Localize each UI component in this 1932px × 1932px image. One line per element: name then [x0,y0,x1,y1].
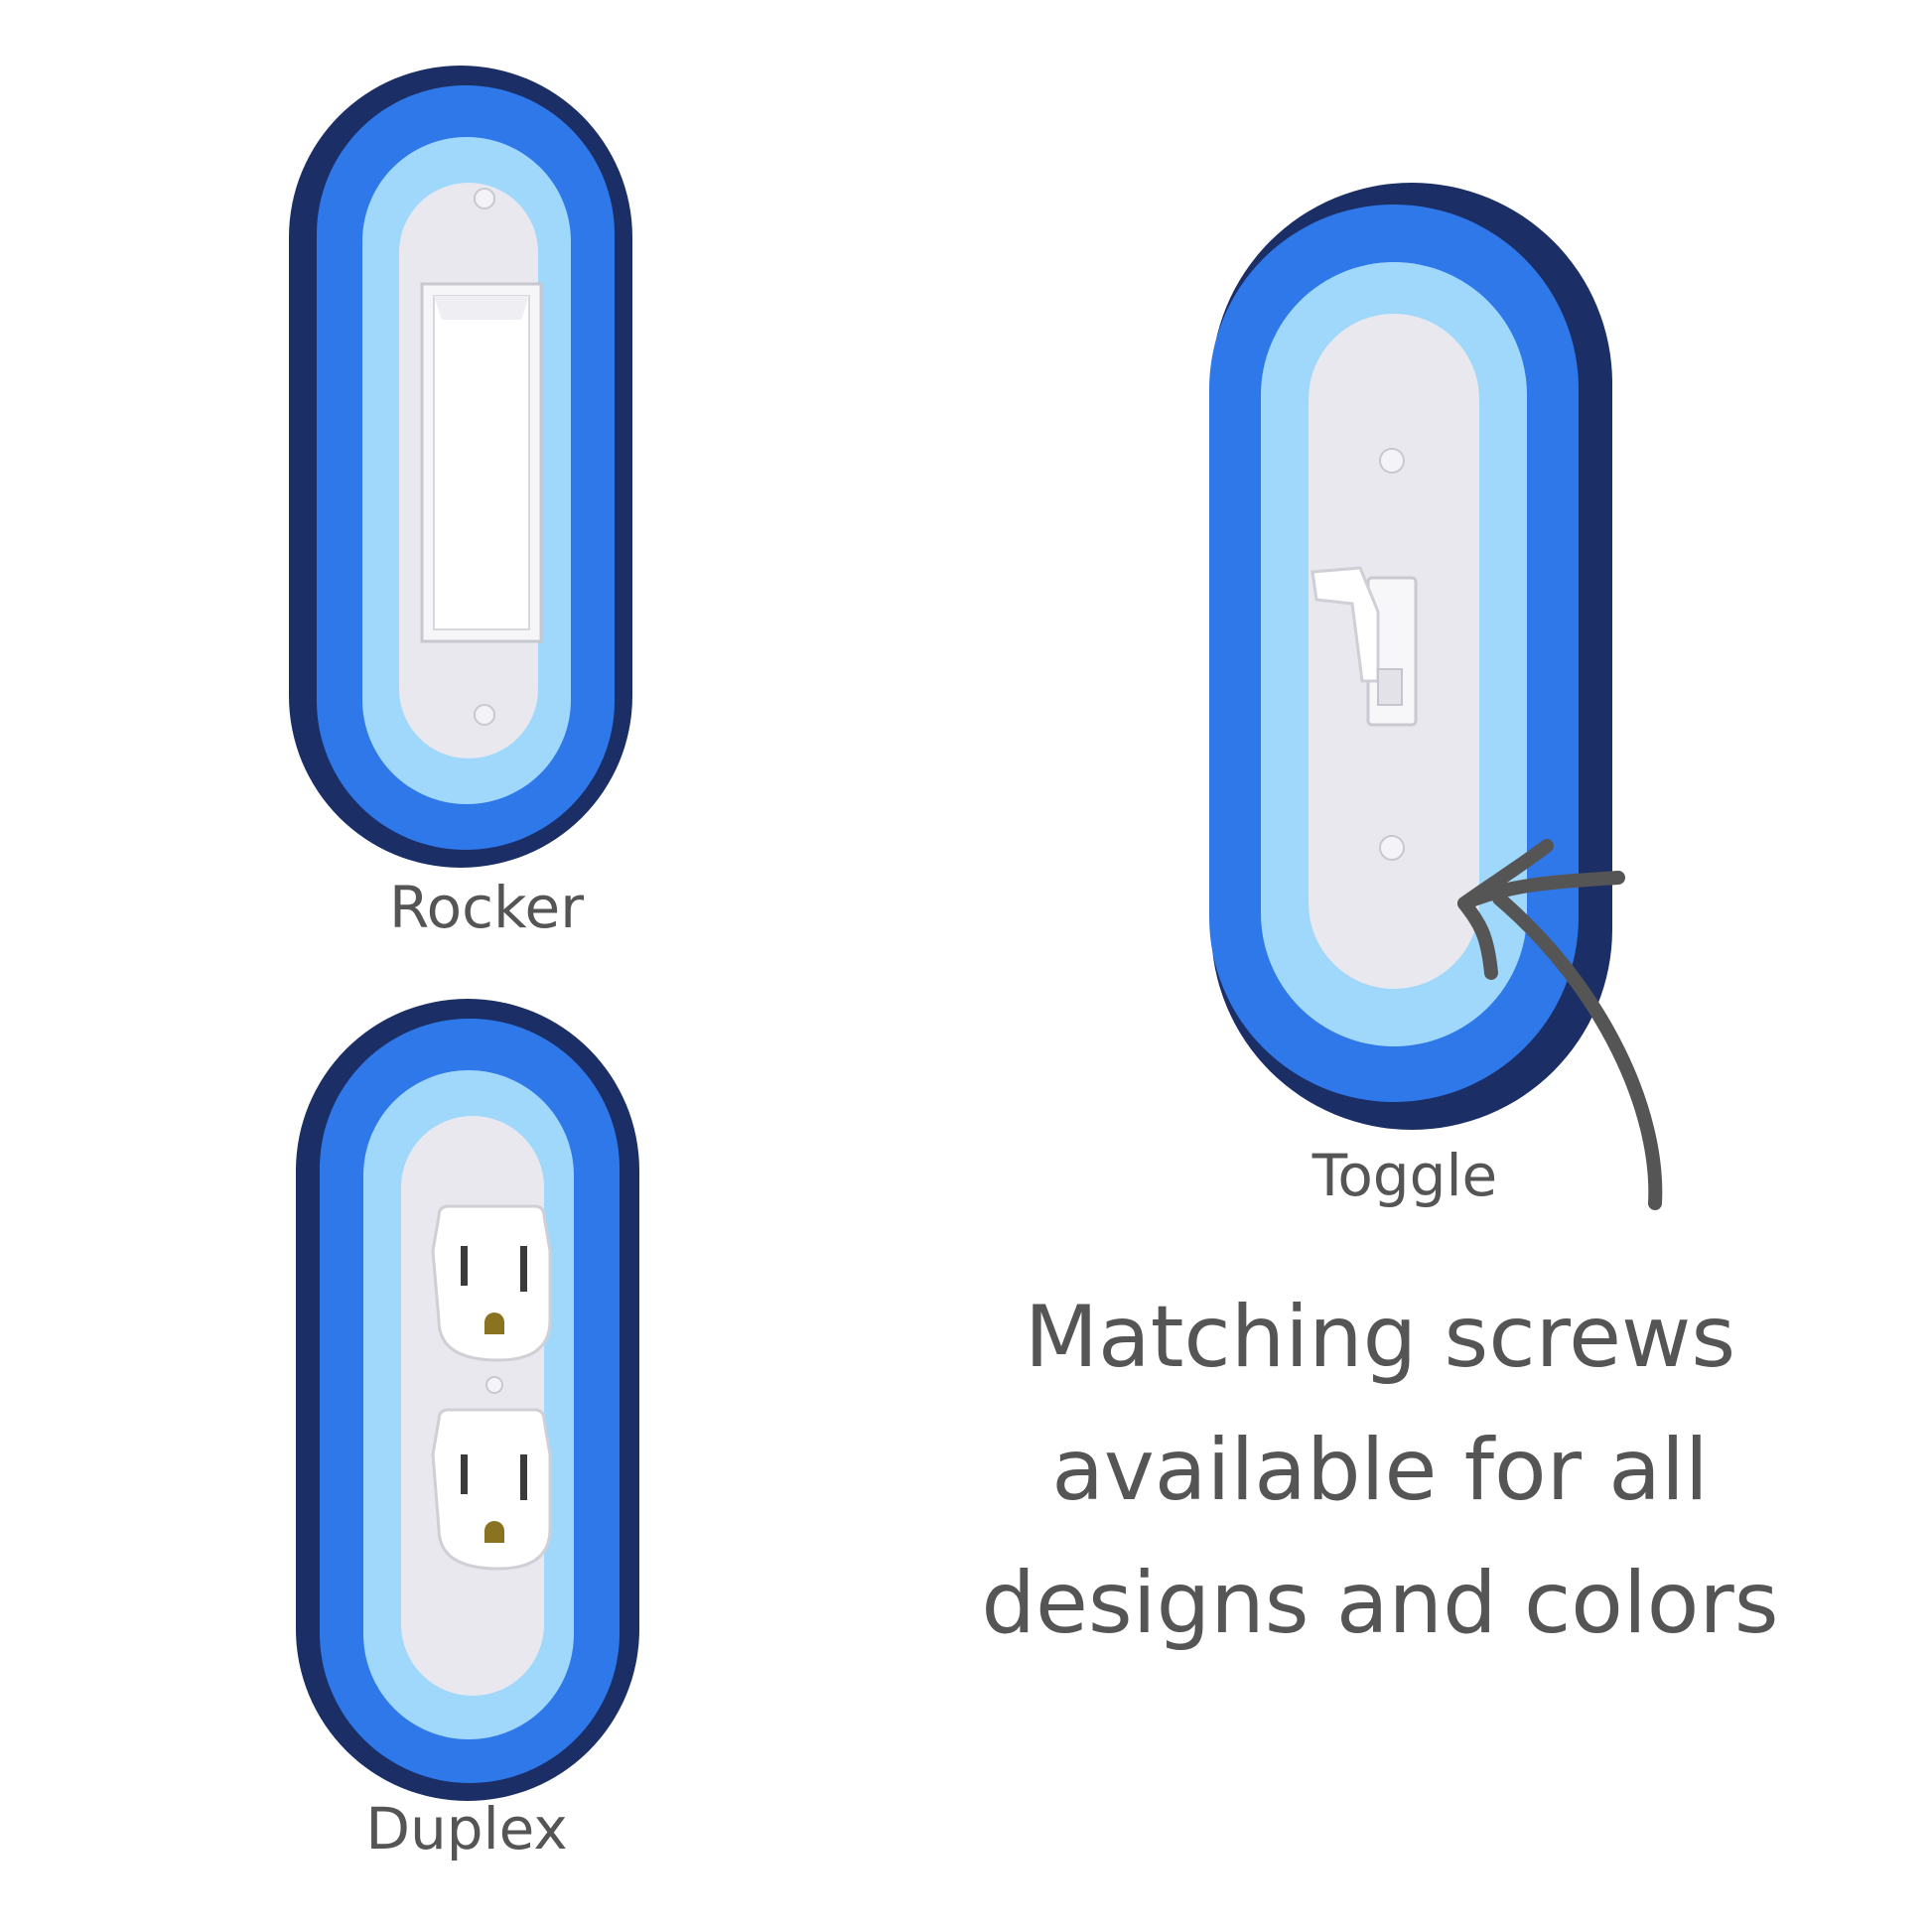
toggle-lever-icon [1311,566,1380,683]
caption-line-3: designs and colors [981,1554,1779,1653]
toggle-label: Toggle [1311,1142,1498,1209]
rocker-paddle-icon [433,295,530,630]
bottom-screw-icon [1379,835,1405,861]
upper-outlet-icon [431,1204,552,1362]
caption-line-2: available for all [1051,1421,1709,1520]
screws-caption: Matching screws available for all design… [913,1271,1847,1670]
lower-outlet-icon [431,1408,552,1571]
caption-line-1: Matching screws [1024,1288,1736,1387]
plate-face [401,1116,544,1696]
duplex-plate [290,993,647,1807]
top-screw-icon [1379,448,1405,474]
center-screw-icon [485,1376,503,1394]
bottom-screw-icon [474,704,495,726]
duplex-label: Duplex [365,1795,568,1863]
rocker-label: Rocker [388,874,585,941]
top-screw-icon [474,188,495,209]
curved-arrow-icon [1457,839,1663,1210]
rocker-plate [283,60,640,874]
